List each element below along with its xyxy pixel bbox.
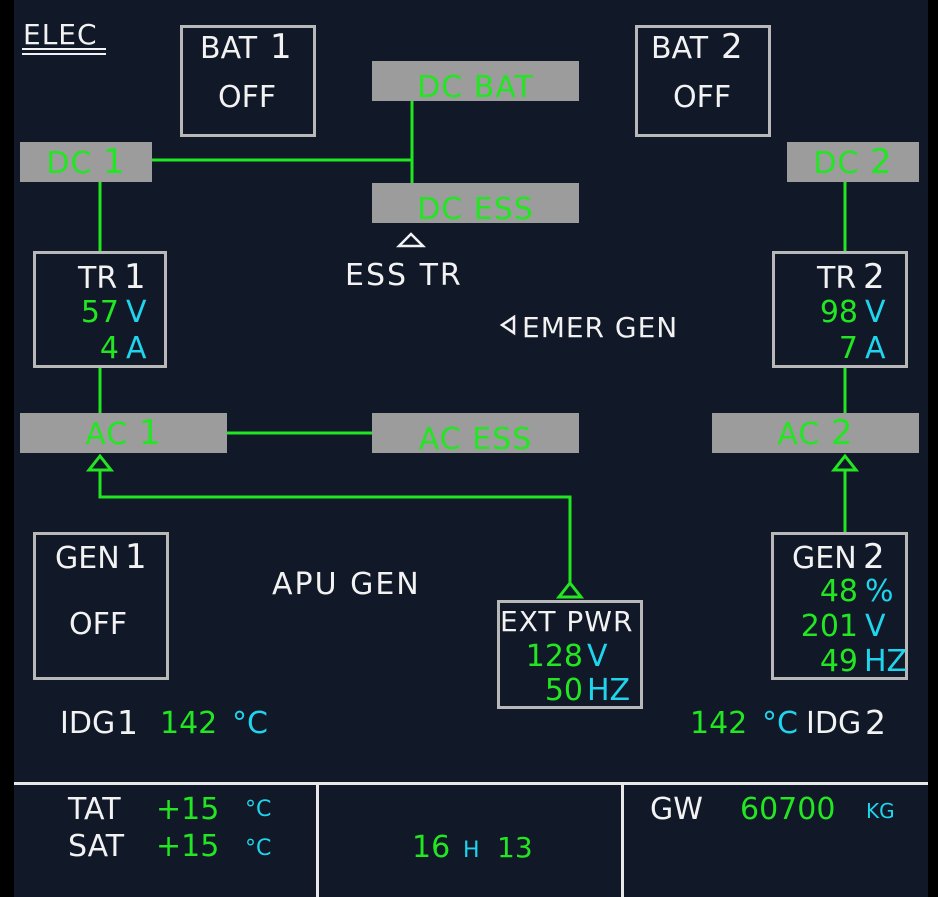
ext-pwr-freq: 50 xyxy=(544,673,583,708)
ext-pwr-box: EXT PWR 128 V 50 HZ xyxy=(497,600,643,709)
ext-pwr-arrow-icon xyxy=(555,580,585,599)
status-bar-separator-2 xyxy=(621,785,624,897)
bat1-box: BAT 1 OFF xyxy=(180,25,316,137)
gw-label: GW xyxy=(650,792,703,827)
page-title: ELEC xyxy=(23,18,98,51)
tr1-number: 1 xyxy=(124,257,146,297)
ext-pwr-feed-line xyxy=(98,470,572,583)
status-bar-divider xyxy=(14,782,928,785)
ac2-bus: AC 2 xyxy=(712,413,919,453)
tr2-volts: 98 xyxy=(819,295,858,330)
ac2-arrow-icon xyxy=(830,453,860,472)
idg2-temp-unit: °C xyxy=(762,706,798,741)
ac-ess-label: AC ESS xyxy=(418,422,533,453)
tat-label: TAT xyxy=(68,792,121,827)
dc2-bus: DC 2 xyxy=(787,142,919,182)
clock-separator: H xyxy=(463,838,480,863)
tr1-amp-unit: A xyxy=(126,331,147,366)
gen1-number: 1 xyxy=(125,537,147,577)
bat2-label: BAT xyxy=(651,31,709,66)
tr2-box: TR 2 98 V 7 A xyxy=(772,251,908,368)
status-bar-separator-1 xyxy=(316,785,319,897)
dc1-bus: DC 1 xyxy=(20,142,152,182)
tr2-amps: 7 xyxy=(838,331,858,366)
gen2-number: 2 xyxy=(863,537,885,577)
idg1-temp: 142 xyxy=(160,706,218,741)
right-bezel xyxy=(928,0,938,897)
idg1-temp-unit: °C xyxy=(232,706,268,741)
bat1-label: BAT xyxy=(200,31,258,66)
dc-bat-bus: DC BAT xyxy=(372,61,579,101)
dc-ess-label: DC ESS xyxy=(417,192,534,223)
idg1-number: 1 xyxy=(117,703,138,742)
sat-label: SAT xyxy=(68,829,125,864)
idg2-label: IDG xyxy=(806,706,862,741)
left-bezel xyxy=(0,0,14,897)
clock-hours: 16 xyxy=(412,830,451,865)
ess-tr-arrow-icon xyxy=(395,232,427,248)
sat-value: +15 xyxy=(156,829,220,864)
bat2-status: OFF xyxy=(673,80,732,115)
dc2-label: DC xyxy=(813,146,860,181)
gen2-label: GEN xyxy=(792,541,857,576)
gen2-freq-unit: HZ xyxy=(864,644,908,679)
gw-value: 60700 xyxy=(740,792,836,827)
clock-minutes: 13 xyxy=(497,831,533,864)
ac1-arrow-icon xyxy=(85,453,115,472)
tr2-label: TR xyxy=(817,261,857,296)
idg2-temp: 142 xyxy=(690,706,748,741)
idg1-label: IDG xyxy=(60,706,116,741)
gen2-freq: 49 xyxy=(819,644,858,679)
ac-ess-bus: AC ESS xyxy=(372,413,579,453)
gen1-box: GEN 1 OFF xyxy=(33,532,169,680)
tr2-volt-unit: V xyxy=(865,295,886,330)
gen1-status: OFF xyxy=(69,607,128,642)
ext-pwr-label: EXT PWR xyxy=(500,605,634,638)
ext-pwr-freq-unit: HZ xyxy=(587,673,631,708)
ac1-bus: AC 1 xyxy=(20,413,227,453)
tr2-number: 2 xyxy=(863,257,885,297)
gen2-load: 48 xyxy=(819,574,858,609)
bat2-number: 2 xyxy=(721,27,743,67)
tr1-label: TR xyxy=(78,261,118,296)
tr1-volt-unit: V xyxy=(126,295,147,330)
ac1-label: AC xyxy=(85,417,129,452)
bat1-status: OFF xyxy=(218,80,277,115)
emer-gen-arrow-icon xyxy=(499,314,516,336)
dc2-number: 2 xyxy=(869,142,893,182)
sat-unit: °C xyxy=(245,836,272,861)
emer-gen-label: EMER GEN xyxy=(522,311,679,344)
ext-pwr-volt-unit: V xyxy=(587,639,608,674)
gen2-box: GEN 2 48 % 201 V 49 HZ xyxy=(771,532,908,680)
tr1-amps: 4 xyxy=(99,331,119,366)
tat-unit: °C xyxy=(245,797,272,822)
bat1-number: 1 xyxy=(270,27,292,67)
dc-ess-bus: DC ESS xyxy=(372,183,579,223)
tr2-amp-unit: A xyxy=(865,331,886,366)
gen2-volt-unit: V xyxy=(865,609,886,644)
gen2-volts: 201 xyxy=(800,609,858,644)
dc1-number: 1 xyxy=(102,142,126,182)
idg2-number: 2 xyxy=(865,703,886,742)
gw-unit: KG xyxy=(866,799,895,823)
tat-value: +15 xyxy=(156,792,220,827)
apu-gen-label: APU GEN xyxy=(272,567,421,602)
ext-pwr-volts: 128 xyxy=(525,639,583,674)
ess-tr-label: ESS TR xyxy=(345,258,463,293)
ac2-number: 2 xyxy=(830,413,854,453)
tr1-box: TR 1 57 V 4 A xyxy=(33,251,167,368)
ac1-number: 1 xyxy=(138,413,162,453)
title-underline-2 xyxy=(22,53,106,55)
gen2-load-unit: % xyxy=(865,574,894,609)
dc1-label: DC xyxy=(46,146,93,181)
dc-bat-label: DC BAT xyxy=(417,70,534,101)
gen1-label: GEN xyxy=(55,541,120,576)
ac2-label: AC xyxy=(777,417,821,452)
title-underline-1 xyxy=(22,48,106,50)
bat2-box: BAT 2 OFF xyxy=(635,25,771,137)
tr1-volts: 57 xyxy=(80,295,119,330)
